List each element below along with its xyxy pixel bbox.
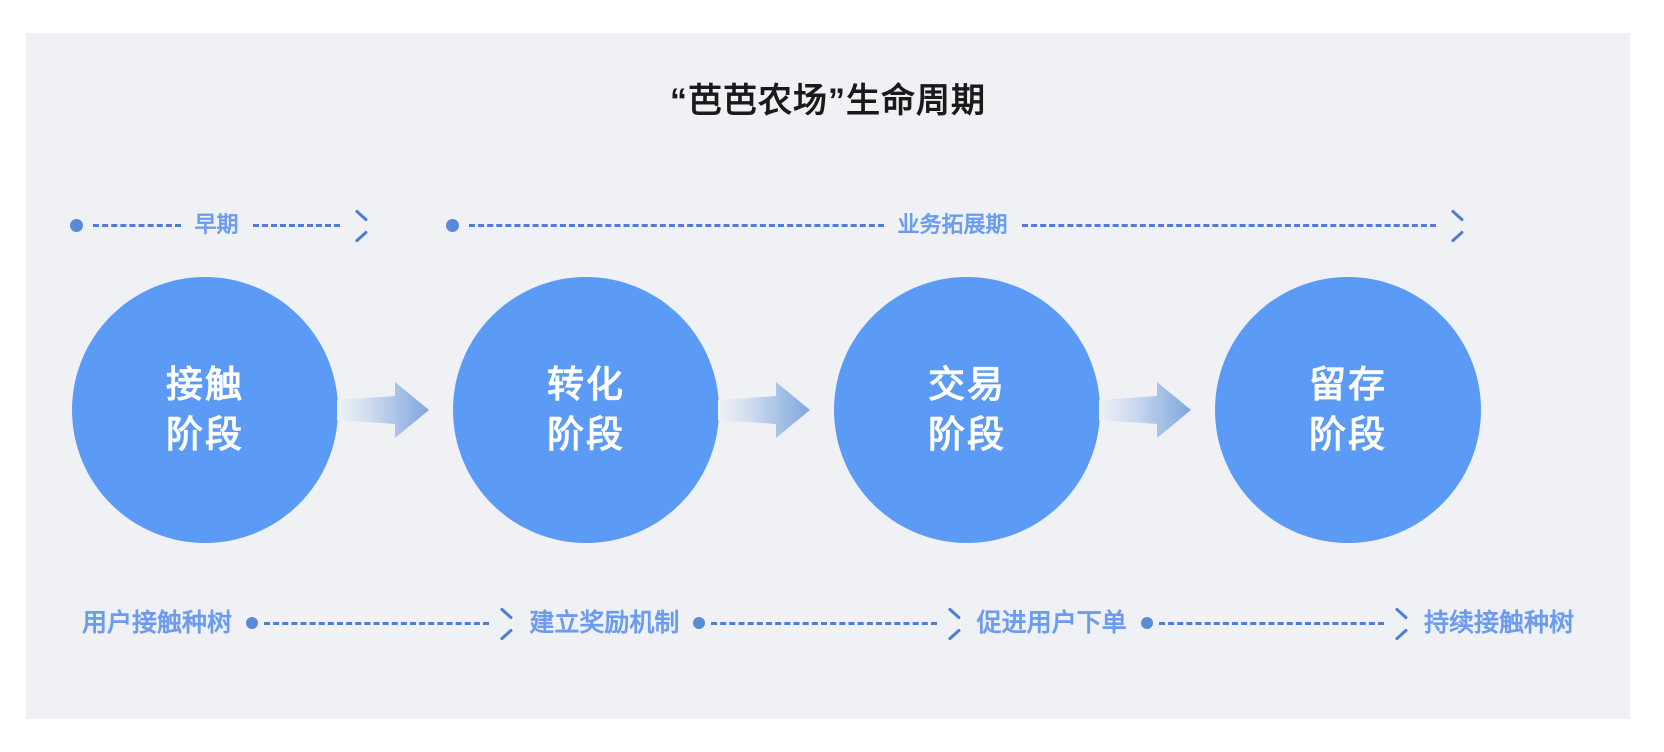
dashed-line-segment: [264, 621, 490, 625]
phase-early: 早期: [70, 195, 370, 255]
action-flow-row: 用户接触种树 建立奖励机制 促进用户下单 持续接触种树: [26, 593, 1630, 653]
connector-arrow-head-icon: [1392, 614, 1410, 632]
connector-arrow-head-icon: [497, 614, 515, 632]
timeline-arrow-head-icon: [352, 216, 370, 234]
timeline-start-dot-icon: [446, 218, 459, 232]
connector-arrow-head-icon: [945, 614, 963, 632]
connector-dot-icon: [1140, 617, 1153, 629]
phase-timeline: 早期 业务拓展期: [26, 195, 1630, 255]
stage-circle-contact[interactable]: 接触 阶段: [72, 277, 338, 543]
action-label-promote-orders: 促进用户下单: [976, 608, 1127, 637]
stage-circle-conversion[interactable]: 转化 阶段: [453, 277, 719, 543]
action-label-user-contact-planting: 用户接触种树: [82, 608, 233, 637]
arrow-transaction-to-retention-icon: [1099, 382, 1191, 438]
stage-label-line2: 阶段: [928, 414, 1006, 455]
action-connector: [246, 614, 515, 632]
stage-label-line2: 阶段: [1309, 414, 1387, 455]
dashed-line-segment: [1158, 621, 1384, 625]
dashed-line-segment: [1021, 223, 1437, 227]
stage-label-line2: 阶段: [166, 414, 244, 455]
phase-business-expansion: 业务拓展期: [446, 195, 1466, 255]
stage-label-line1: 转化: [547, 364, 625, 406]
arrow-conversion-to-transaction-icon: [718, 382, 810, 438]
timeline-arrow-head-icon: [1448, 216, 1466, 234]
arrow-contact-to-conversion-icon: [337, 382, 429, 438]
timeline-start-dot-icon: [70, 218, 83, 232]
stage-circles-row: 接触 阶段 转化 阶段: [26, 277, 1630, 547]
phase-label-early: 早期: [194, 212, 239, 237]
dashed-line-segment: [252, 223, 341, 227]
action-label-continuous-contact-planting: 持续接触种树: [1423, 608, 1574, 637]
connector-dot-icon: [693, 617, 706, 629]
dashed-line-segment: [93, 223, 181, 227]
stage-label-line1: 交易: [928, 364, 1006, 406]
stage-circle-retention[interactable]: 留存 阶段: [1215, 277, 1481, 543]
phase-label-business-expansion: 业务拓展期: [897, 212, 1008, 237]
connector-dot-icon: [246, 617, 259, 629]
stage-label-line2: 阶段: [547, 414, 625, 455]
dashed-line-segment: [469, 223, 884, 227]
page-title: “芭芭农场”生命周期: [670, 82, 986, 120]
stage-label-line1: 接触: [166, 364, 244, 406]
action-connector: [693, 614, 962, 632]
dashed-line-segment: [711, 621, 937, 625]
action-label-reward-mechanism: 建立奖励机制: [529, 608, 680, 637]
action-connector: [1140, 614, 1410, 632]
lifecycle-diagram-card: “芭芭农场”生命周期 早期 业务拓展期 接触 阶段: [26, 33, 1630, 719]
stage-circle-transaction[interactable]: 交易 阶段: [834, 277, 1100, 543]
stage-label-line1: 留存: [1309, 364, 1387, 406]
